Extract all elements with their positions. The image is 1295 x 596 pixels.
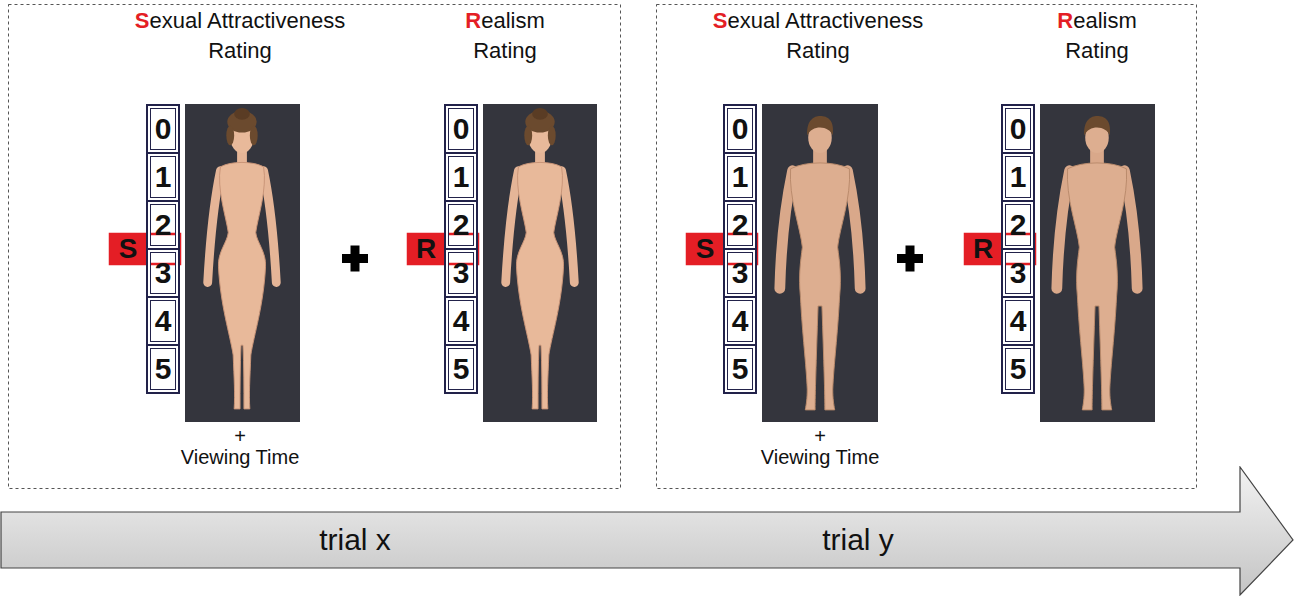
rating-marker-label: S bbox=[110, 234, 146, 264]
scale-cell: 2 bbox=[146, 200, 180, 250]
trial-label: trial x bbox=[319, 522, 391, 558]
scale-cell: 1 bbox=[723, 152, 757, 202]
scale-cell: 0 bbox=[1001, 104, 1035, 154]
scale-cell: 2 bbox=[723, 200, 757, 250]
scale-cell: 1 bbox=[146, 152, 180, 202]
rating-heading: Sexual Attractiveness Rating bbox=[120, 6, 360, 66]
scale-cell: 4 bbox=[1001, 296, 1035, 346]
viewing-time-label: Viewing Time bbox=[181, 446, 300, 468]
scale-cell: 0 bbox=[444, 104, 478, 154]
rating-heading: Realism Rating bbox=[1042, 6, 1152, 66]
rating-heading: Sexual Attractiveness Rating bbox=[698, 6, 938, 66]
rating-marker-label: R bbox=[408, 234, 444, 264]
scale-cell: 0 bbox=[146, 104, 180, 154]
male-figure bbox=[1057, 116, 1137, 410]
scale-cell: 5 bbox=[444, 344, 478, 394]
viewing-time-label: Viewing Time bbox=[761, 446, 880, 468]
trial-frame bbox=[657, 5, 1197, 489]
image-panel: Realism Rating bbox=[483, 104, 597, 422]
scale-cell: 1 bbox=[444, 152, 478, 202]
scale-cell: 3 bbox=[1001, 248, 1035, 298]
scale-cell: 2 bbox=[1001, 200, 1035, 250]
scale-cell: 1 bbox=[1001, 152, 1035, 202]
arrow-shape bbox=[0, 466, 1295, 596]
image-panel: Sexual Attractiveness Rating bbox=[762, 104, 878, 422]
plus-symbol bbox=[897, 246, 923, 272]
trial-frame bbox=[9, 5, 621, 489]
scale-cell: 0 bbox=[723, 104, 757, 154]
scale-cell: 5 bbox=[146, 344, 180, 394]
male-figure bbox=[780, 116, 860, 410]
scale-cell: 5 bbox=[1001, 344, 1035, 394]
image-panel: Sexual Attractiveness Rating bbox=[185, 104, 300, 422]
time-arrow: trial x trial y bbox=[0, 466, 1295, 596]
rating-heading: Realism Rating bbox=[450, 6, 560, 66]
plus-sign: + bbox=[234, 425, 246, 447]
scale-cell: 3 bbox=[146, 248, 180, 298]
trial-label: trial y bbox=[822, 522, 894, 558]
scale-cell: 4 bbox=[146, 296, 180, 346]
scale-cell: 5 bbox=[723, 344, 757, 394]
scale-cell: 2 bbox=[444, 200, 478, 250]
rating-marker-label: R bbox=[965, 234, 1001, 264]
female-figure bbox=[506, 108, 575, 409]
scale-cell: 3 bbox=[723, 248, 757, 298]
rating-marker-label: S bbox=[687, 234, 723, 264]
plus-sign: + bbox=[814, 425, 826, 447]
female-figure bbox=[208, 108, 277, 409]
image-panel: Realism Rating bbox=[1040, 104, 1155, 422]
scale-cell: 4 bbox=[444, 296, 478, 346]
scale-cell: 4 bbox=[723, 296, 757, 346]
plus-symbol bbox=[342, 246, 368, 272]
scale-cell: 3 bbox=[444, 248, 478, 298]
